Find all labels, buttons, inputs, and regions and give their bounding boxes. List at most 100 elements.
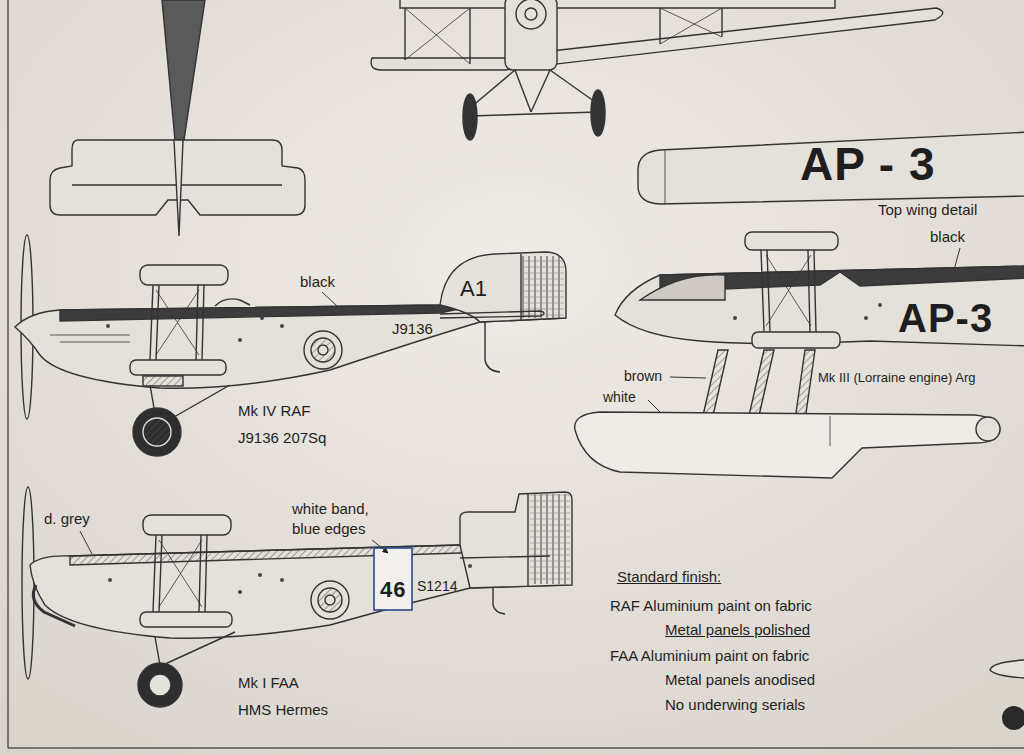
serial-marking: S1214 bbox=[417, 578, 457, 594]
aircraft-profile-mk4 bbox=[133, 408, 181, 456]
seaplane-profile-mk3 bbox=[748, 350, 774, 420]
finish-note: No underwing serials bbox=[665, 696, 805, 713]
seaplane-profile-mk3 bbox=[766, 255, 811, 326]
seaplane-profile-mk3 bbox=[808, 250, 810, 332]
aircraft-profile-mk1 bbox=[159, 535, 162, 612]
fuselage-marking: 46 bbox=[380, 577, 406, 602]
partial-drawing bbox=[990, 660, 1024, 678]
variant-caption: Mk III (Lorraine engine) Arg bbox=[818, 371, 976, 386]
variant-caption: Mk IV RAF bbox=[238, 402, 311, 419]
seaplane-profile-mk3 bbox=[670, 377, 706, 378]
aircraft-profile-mk1 bbox=[22, 487, 34, 679]
aircraft-profile-mk4 bbox=[440, 311, 544, 318]
aircraft-profile-mk1 bbox=[460, 556, 550, 558]
seaplane-profile-mk3 bbox=[702, 350, 728, 420]
variant-caption: Mk I FAA bbox=[238, 674, 299, 691]
fuselage-marking: AP-3 bbox=[898, 295, 993, 341]
aircraft-profile-mk1 bbox=[108, 578, 112, 582]
seaplane-profile-mk3 bbox=[733, 303, 882, 320]
tail-plan-view bbox=[174, 140, 183, 236]
front-view bbox=[515, 70, 531, 112]
aircraft-profile-mk4 bbox=[60, 342, 130, 343]
finish-note: Metal panels polished bbox=[665, 621, 810, 638]
aircraft-profile-mk4 bbox=[322, 292, 338, 307]
aircraft-profile-mk1 bbox=[280, 578, 284, 582]
seaplane-profile-mk3 bbox=[745, 232, 838, 250]
seaplane-profile-mk3 bbox=[878, 303, 882, 307]
aircraft-profile-mk1 bbox=[493, 588, 505, 614]
aircraft-profile-mk1 bbox=[460, 492, 572, 588]
aircraft-profile-mk1 bbox=[311, 581, 349, 619]
aircraft-profile-mk4 bbox=[371, 310, 375, 314]
aircraft-profile-mk4 bbox=[156, 285, 159, 360]
aircraft-profile-mk1 bbox=[238, 590, 242, 594]
partial-drawing bbox=[1002, 706, 1024, 730]
aircraft-profile-mk1 bbox=[33, 585, 75, 626]
front-view bbox=[463, 94, 477, 140]
front-view bbox=[405, 8, 470, 60]
front-view bbox=[470, 112, 598, 116]
aircraft-profile-mk1 bbox=[108, 564, 472, 594]
aircraft-profile-mk4 bbox=[522, 256, 564, 318]
front-view bbox=[371, 8, 943, 70]
aircraft-profile-mk1 bbox=[140, 612, 232, 627]
aircraft-profile-mk1 bbox=[199, 535, 201, 612]
front-view bbox=[531, 70, 550, 112]
front-view bbox=[371, 0, 943, 140]
seaplane-profile-mk3 bbox=[575, 232, 1024, 478]
wing-marking: AP - 3 bbox=[800, 138, 936, 191]
front-view bbox=[591, 90, 605, 136]
aircraft-profile-mk1 bbox=[163, 632, 235, 665]
aircraft-profile-mk4 bbox=[311, 338, 335, 362]
colour-note: black bbox=[930, 228, 965, 245]
tail-plan-view bbox=[50, 0, 305, 236]
aircraft-profile-mk4 bbox=[60, 296, 482, 321]
aircraft-profile-mk4 bbox=[143, 376, 183, 386]
aircraft-profile-mk1 bbox=[258, 573, 262, 577]
sheet-border bbox=[8, 747, 1024, 749]
colour-note: brown bbox=[624, 368, 662, 384]
aircraft-profile-mk1 bbox=[530, 494, 570, 584]
front-view bbox=[660, 8, 722, 44]
aircraft-profile-mk4 bbox=[520, 254, 521, 320]
front-view bbox=[660, 8, 722, 37]
seaplane-profile-mk3 bbox=[976, 417, 1000, 441]
aircraft-profile-mk1 bbox=[149, 674, 171, 696]
serial-marking: J9136 bbox=[392, 320, 433, 337]
aircraft-profile-mk4 bbox=[318, 345, 328, 355]
seaplane-profile-mk3 bbox=[761, 250, 764, 332]
aircraft-profile-mk4 bbox=[156, 290, 199, 355]
aircraft-profile-mk1 bbox=[155, 637, 160, 665]
front-view bbox=[400, 0, 835, 8]
aircraft-profile-mk4 bbox=[15, 235, 566, 456]
seaplane-profile-mk3 bbox=[640, 275, 725, 300]
aircraft-profile-mk1 bbox=[159, 540, 202, 607]
aircraft-profile-mk1 bbox=[374, 548, 412, 610]
aircraft-profile-mk4 bbox=[130, 360, 226, 375]
front-view bbox=[405, 8, 470, 64]
front-view bbox=[470, 70, 515, 108]
aircraft-profile-mk1 bbox=[80, 531, 92, 554]
colour-note: d. grey bbox=[44, 510, 90, 527]
aircraft-profile-mk1 bbox=[527, 494, 528, 586]
aircraft-profile-mk4 bbox=[202, 285, 204, 360]
variant-caption: J9136 207Sq bbox=[238, 429, 326, 446]
colour-note: white bbox=[603, 389, 636, 405]
aircraft-profile-mk1 bbox=[205, 535, 207, 612]
top-wing-detail bbox=[638, 132, 1024, 204]
finish-note: Metal panels anodised bbox=[665, 671, 815, 688]
notes-heading: Standard finish: bbox=[617, 568, 721, 585]
aircraft-profile-mk1 bbox=[138, 663, 182, 707]
seaplane-profile-mk3 bbox=[575, 412, 1000, 478]
aircraft-profile-mk4 bbox=[304, 331, 342, 369]
aircraft-profile-mk4 bbox=[440, 252, 566, 322]
aircraft-profile-mk4 bbox=[196, 285, 198, 360]
aircraft-profile-mk4 bbox=[50, 335, 130, 336]
seaplane-profile-mk3 bbox=[795, 350, 815, 420]
aircraft-profile-mk4 bbox=[238, 338, 242, 342]
aircraft-profile-mk4 bbox=[260, 316, 264, 320]
top-wing-detail bbox=[665, 150, 666, 204]
aircraft-profile-mk4 bbox=[215, 299, 250, 306]
aircraft-profile-mk1 bbox=[468, 564, 472, 568]
